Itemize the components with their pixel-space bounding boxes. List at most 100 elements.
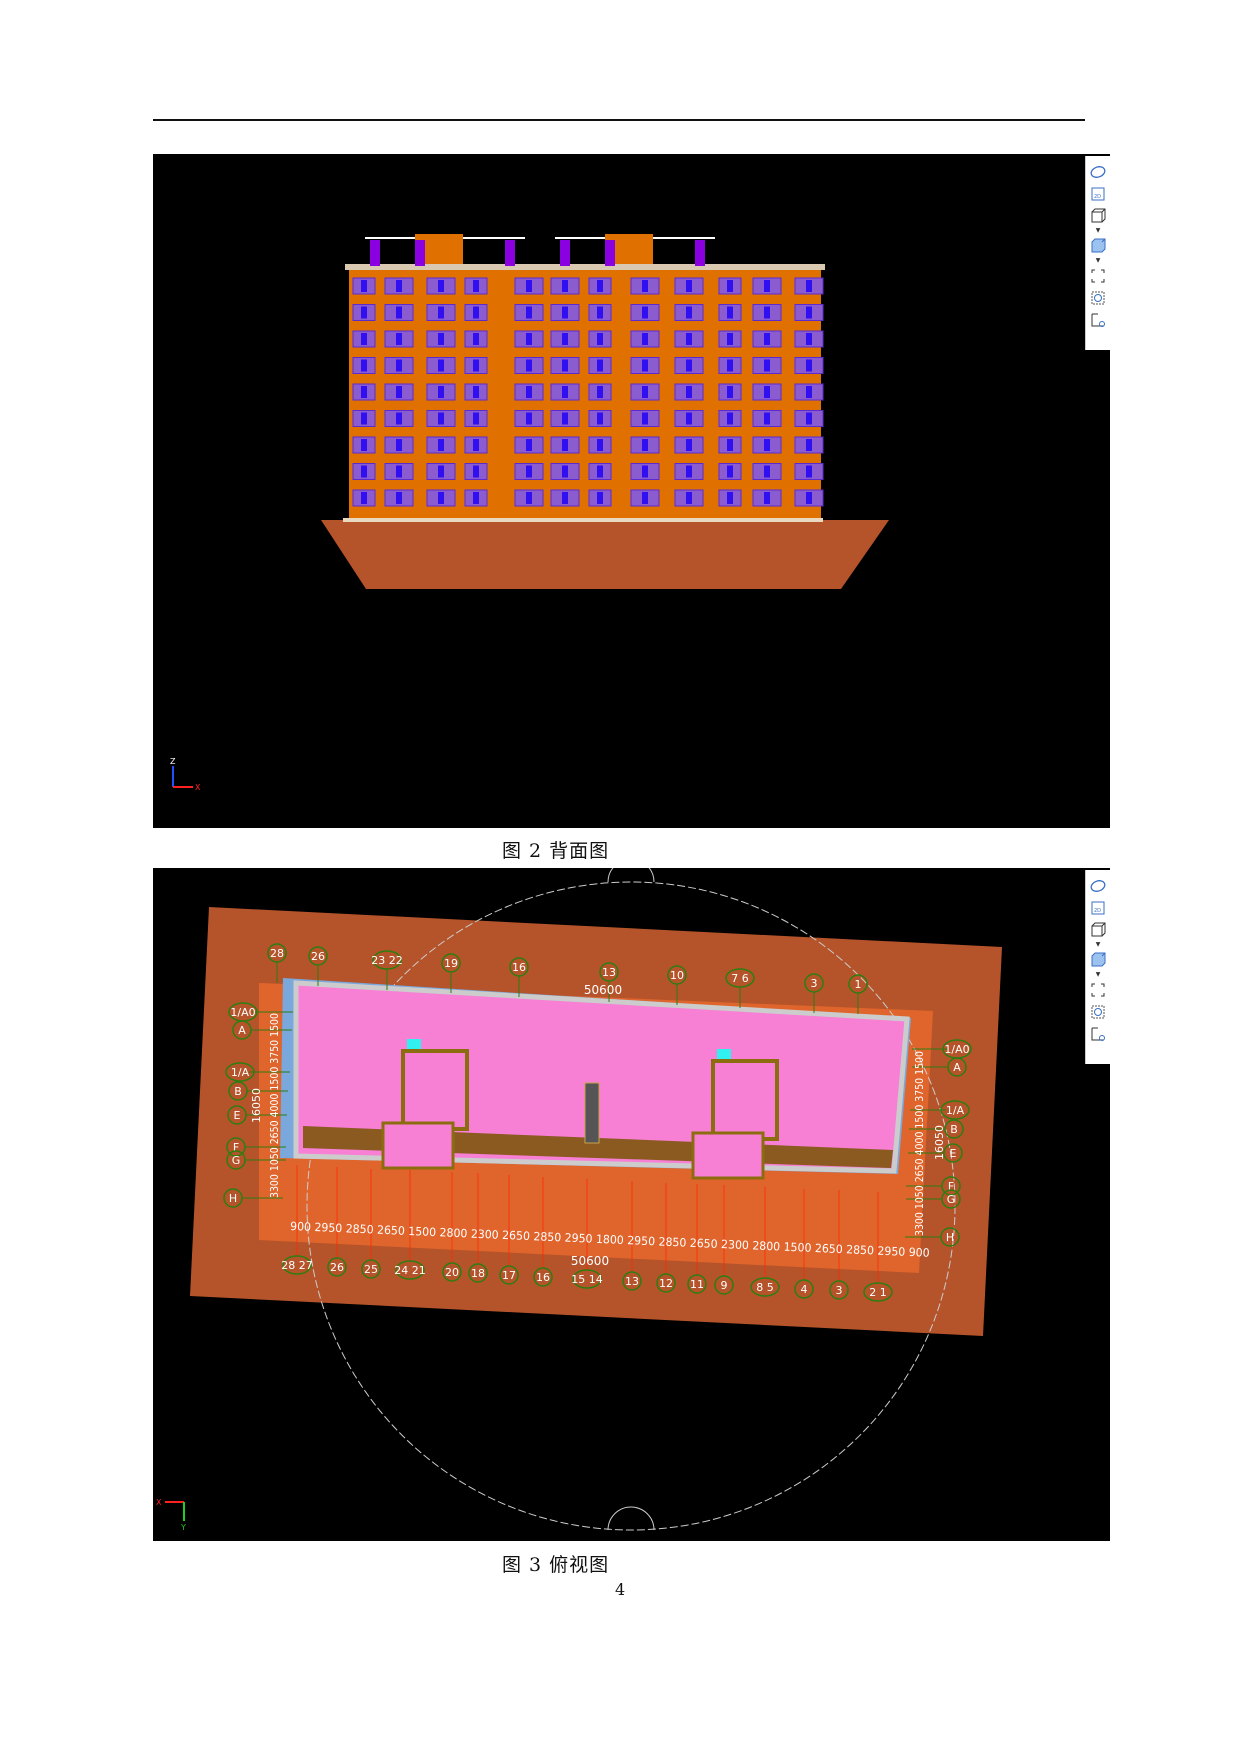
window-frame: [727, 386, 733, 398]
window-frame: [642, 492, 648, 504]
window-frame: [361, 439, 367, 451]
window-frame: [438, 412, 444, 425]
window-frame: [806, 306, 812, 319]
shaded-cube-button[interactable]: [1089, 950, 1107, 970]
dropdown-arrow-icon[interactable]: ▼: [1095, 971, 1101, 978]
site-circle: [306, 881, 956, 1531]
roof-parapet: [345, 264, 825, 270]
window-frame: [686, 412, 692, 425]
window-frame: [764, 306, 770, 319]
window-frame: [361, 412, 367, 425]
window-frame: [727, 306, 733, 319]
window-frame: [526, 492, 532, 504]
left-axis-1/A0: 1/A0: [228, 1002, 258, 1022]
bottom-axis-18: 18: [468, 1263, 488, 1283]
orbit-button[interactable]: [1089, 162, 1107, 182]
zoom-window-button[interactable]: [1089, 1002, 1107, 1022]
window-frame: [526, 333, 532, 345]
dropdown-arrow-icon[interactable]: ▼: [1095, 227, 1101, 234]
axis-label: G: [232, 1154, 241, 1167]
window-frame: [597, 333, 603, 345]
axis-label: 11: [690, 1278, 704, 1291]
axis-label: B: [950, 1123, 958, 1136]
axis-bubble: [599, 962, 619, 982]
left-axis-F: F: [226, 1137, 246, 1157]
entrance-canopy: [691, 1131, 765, 1180]
orbit-button[interactable]: [1089, 876, 1107, 896]
wireframe-cube-button[interactable]: [1089, 920, 1107, 940]
axis-bubble: [572, 1269, 602, 1289]
window-frame: [562, 492, 568, 504]
bottom-axis-11: 11: [687, 1274, 707, 1294]
top-axis-16: 16: [509, 957, 529, 977]
window-frame: [727, 465, 733, 478]
window-frame: [642, 280, 648, 292]
window-frame: [686, 492, 692, 504]
zoom-window-icon: [1091, 1005, 1105, 1019]
window-frame: [438, 439, 444, 451]
dropdown-arrow-icon[interactable]: ▼: [1095, 257, 1101, 264]
wireframe-cube-button[interactable]: [1089, 206, 1107, 226]
zoom-extents-icon: [1091, 269, 1105, 283]
window-frame: [473, 306, 479, 319]
axis-bubble: [622, 1271, 642, 1291]
bottom-axis-8-5: 8 5: [750, 1277, 780, 1297]
right-total-dimension: 16050: [933, 1125, 946, 1160]
bottom-axis-28-27: 28 27: [281, 1255, 313, 1275]
dropdown-arrow-icon[interactable]: ▼: [1095, 941, 1101, 948]
wireframe-cube-icon: [1091, 208, 1106, 223]
2d-view-button[interactable]: 2D: [1089, 184, 1107, 204]
axis-bubble: [533, 1267, 553, 1287]
window-frame: [686, 359, 692, 372]
2d-view-button[interactable]: 2D: [1089, 898, 1107, 918]
window-frame: [562, 280, 568, 292]
window-frame: [473, 439, 479, 451]
axis-label: 10: [670, 969, 684, 982]
shaded-cube-button[interactable]: [1089, 236, 1107, 256]
window-frame: [686, 465, 692, 478]
top-axis-28: 28: [267, 943, 287, 963]
zoom-extents-button[interactable]: [1089, 980, 1107, 1000]
axis-bubble: [227, 1105, 247, 1125]
axis-bubble: [228, 1081, 248, 1101]
axis-label: 1/A: [231, 1066, 250, 1079]
window-frame: [438, 465, 444, 478]
window-frame: [764, 439, 770, 451]
axis-label: 18: [471, 1267, 485, 1280]
axis-bubble: [725, 968, 755, 988]
window-frame: [686, 280, 692, 292]
axis-bubble: [941, 1176, 961, 1196]
window-frame: [727, 333, 733, 345]
axis-label: 3: [836, 1284, 843, 1297]
axis-label: 1/A0: [230, 1006, 255, 1019]
axis-bubble: [499, 1265, 519, 1285]
section-view-button[interactable]: [1089, 1024, 1107, 1044]
left-total-dimension: 16050: [250, 1088, 263, 1123]
axis-bubble: [714, 1275, 734, 1295]
window-frame: [361, 359, 367, 372]
right-axis-F: F: [941, 1176, 961, 1196]
zoom-extents-button[interactable]: [1089, 266, 1107, 286]
section-view-button[interactable]: [1089, 310, 1107, 330]
axis-bubble: [941, 1189, 961, 1209]
axis-label: 25: [364, 1263, 378, 1276]
zoom-window-button[interactable]: [1089, 288, 1107, 308]
section-view-icon: [1091, 313, 1105, 327]
window-frame: [396, 280, 402, 292]
window-frame: [361, 492, 367, 504]
window-frame: [361, 280, 367, 292]
roof-column: [695, 240, 705, 266]
axis-bubble: [667, 965, 687, 985]
bottom-axis-20: 20: [442, 1262, 462, 1282]
window-frame: [473, 465, 479, 478]
axis-label: 23 22: [371, 954, 403, 967]
axis-label: A: [953, 1061, 961, 1074]
axis-bubble: [372, 950, 402, 970]
bottom-axis-3: 3: [829, 1280, 849, 1300]
window-frame: [642, 386, 648, 398]
axis-label: 1/A0: [944, 1043, 969, 1056]
window-frame: [361, 386, 367, 398]
